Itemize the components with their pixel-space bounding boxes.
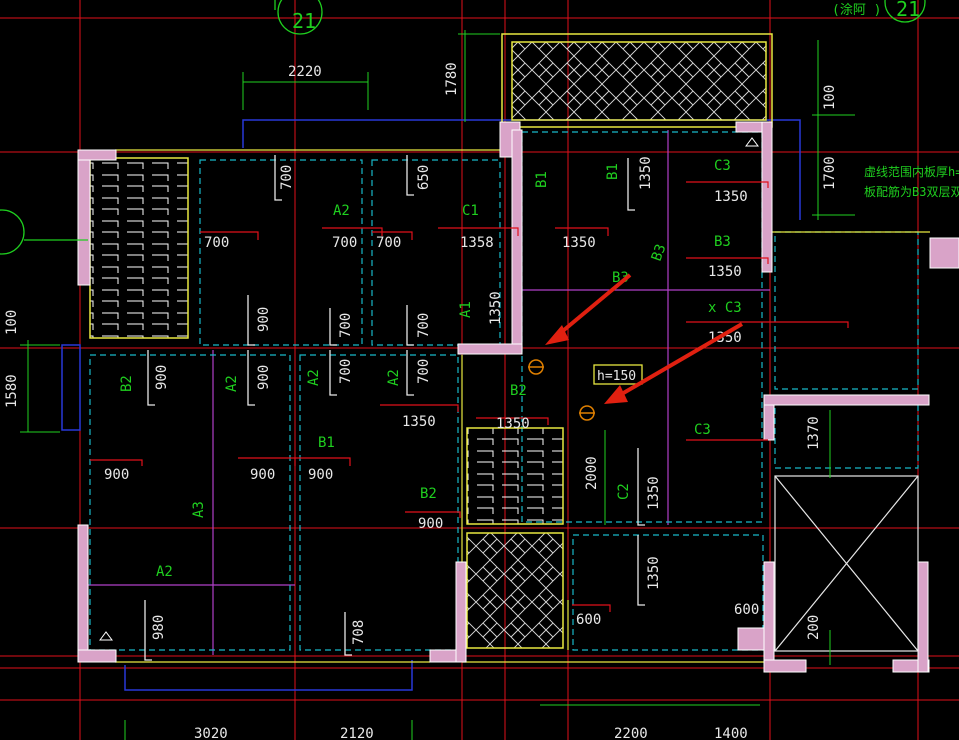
rebar-h1350-a: 1350 [714,189,748,205]
rebar-values: 700 650 1350 1350 700 700 700 1358 1350 … [104,156,759,645]
purple-lines [88,130,770,655]
dim-v-2000: 2000 [584,456,600,490]
walls [77,121,930,673]
small-markers [99,137,959,651]
rebar-brackets [144,155,645,661]
red-rebar-lines [90,181,849,612]
rebar-h900-b: 900 [250,467,275,483]
note-line-2: 板配筋为B3双层双向拉 [864,184,959,199]
dim-left-100: 100 [4,310,20,335]
rebar-v700-b: 700 [338,313,354,338]
slab-label-C3-b: C3 [694,422,711,438]
rebar-h1350-d: 1350 [708,330,742,346]
rebar-v900-a: 900 [256,307,272,332]
dim-left-1580: 1580 [4,374,20,408]
slab-label-B1-a: B1 [534,171,550,188]
slab-label-A1: A1 [458,301,474,318]
slab-label-B1-b: B1 [605,163,621,180]
slab-labels: A2 C1 B1 B1 C3 B3 B3 B3 x C3 A1 B2 A2 A2… [119,158,742,580]
slab-label-B2-c: B2 [420,486,437,502]
slab-label-B3-right: B3 [714,234,731,250]
orange-markers [528,359,595,421]
callout-label: h=150 [597,369,636,384]
dim-right-100: 100 [822,85,838,110]
slab-label-C2: C2 [616,483,632,500]
dim-right-1700: 1700 [822,156,838,190]
dim-right-200: 200 [806,615,822,640]
triangle-marker-top [745,137,759,147]
rebar-h1350-f: 1350 [496,416,530,432]
green-dimension-lines [20,30,855,740]
rebar-h700-c: 700 [376,235,401,251]
rebar-h700-a: 700 [204,235,229,251]
axis-bubble-top-right-label: 21 [896,0,920,21]
rebar-h900-d: 900 [418,516,443,532]
rebar-h900-c: 900 [308,467,333,483]
rebar-h700-b: 700 [332,235,357,251]
slab-label-B2-a: B2 [119,375,135,392]
slab-label-xC3: x C3 [708,300,742,316]
triangle-marker-bottom [99,631,113,641]
rebar-v700-a: 700 [279,165,295,190]
slab-label-B3-diag: B3 [649,242,670,263]
rebar-v700-d: 700 [338,359,354,384]
dimension-texts: 2220 1780 100 1700 100 1580 1370 200 200… [4,62,838,740]
rebar-v1350-d: 1350 [646,556,662,590]
balcony-herringbone-mid [466,532,564,649]
rebar-v900-c: 900 [256,365,272,390]
callout-box [593,364,643,385]
corner-block-lower [737,627,765,651]
rebar-h1350-c: 1350 [708,264,742,280]
rebar-h600-a: 600 [576,612,601,628]
top-right-paren-text: (涂阿 ) [832,2,881,18]
rebar-h1358: 1358 [460,235,494,251]
slab-label-A2-c: A2 [306,369,322,386]
slab-outlines [89,131,919,651]
dim-right-1370: 1370 [806,416,822,450]
dim-top-2220: 2220 [288,64,322,80]
shower-tile-mid [466,427,564,525]
rebar-v1350-b: 1350 [488,291,504,325]
rebar-v708: 708 [351,620,367,645]
slab-label-A2-b: A2 [224,375,240,392]
slab-label-B2-mid: B2 [510,383,527,399]
dim-bottom-2120: 2120 [340,726,374,740]
rebar-v980: 980 [151,615,167,640]
rebar-v900-b: 900 [154,365,170,390]
rebar-v650: 650 [416,165,432,190]
dim-bottom-2200: 2200 [614,726,648,740]
slab-label-A2-a: A2 [333,203,350,219]
rebar-h1350-e: 1350 [402,414,436,430]
corner-block-right [929,237,959,269]
balcony-wall-top [501,33,773,128]
dim-bottom-1400: 1400 [714,726,748,740]
slab-label-B1-c: B1 [318,435,335,451]
slab-label-A2-e: A2 [156,564,173,580]
rebar-v1350-c: 1350 [646,476,662,510]
note-line-1: 虚线范围内板厚h=150 [864,165,959,179]
slab-label-A2-d: A2 [386,369,402,386]
rebar-h900-a: 900 [104,467,129,483]
tiled-areas [89,41,767,649]
dim-bottom-3020: 3020 [194,726,228,740]
slab-label-C1: C1 [462,203,479,219]
balcony-herringbone-top [511,41,767,121]
rebar-h600-b: 600 [734,602,759,618]
yellow-outlines [115,149,930,663]
slab-note: 虚线范围内板厚h=150 板配筋为B3双层双向拉 [864,165,959,199]
dim-left-1780: 1780 [444,62,460,96]
rebar-v1350-a: 1350 [638,156,654,190]
slab-label-A3: A3 [191,501,207,518]
rebar-v700-c: 700 [416,313,432,338]
axis-bubble-top-label: 21 [292,9,316,33]
axis-bubbles [0,0,926,255]
rebar-v700-e: 700 [416,359,432,384]
shower-tile-left [89,157,189,339]
rebar-h1350-b: 1350 [562,235,596,251]
annotation-arrows [545,273,744,404]
slab-label-C3-a: C3 [714,158,731,174]
